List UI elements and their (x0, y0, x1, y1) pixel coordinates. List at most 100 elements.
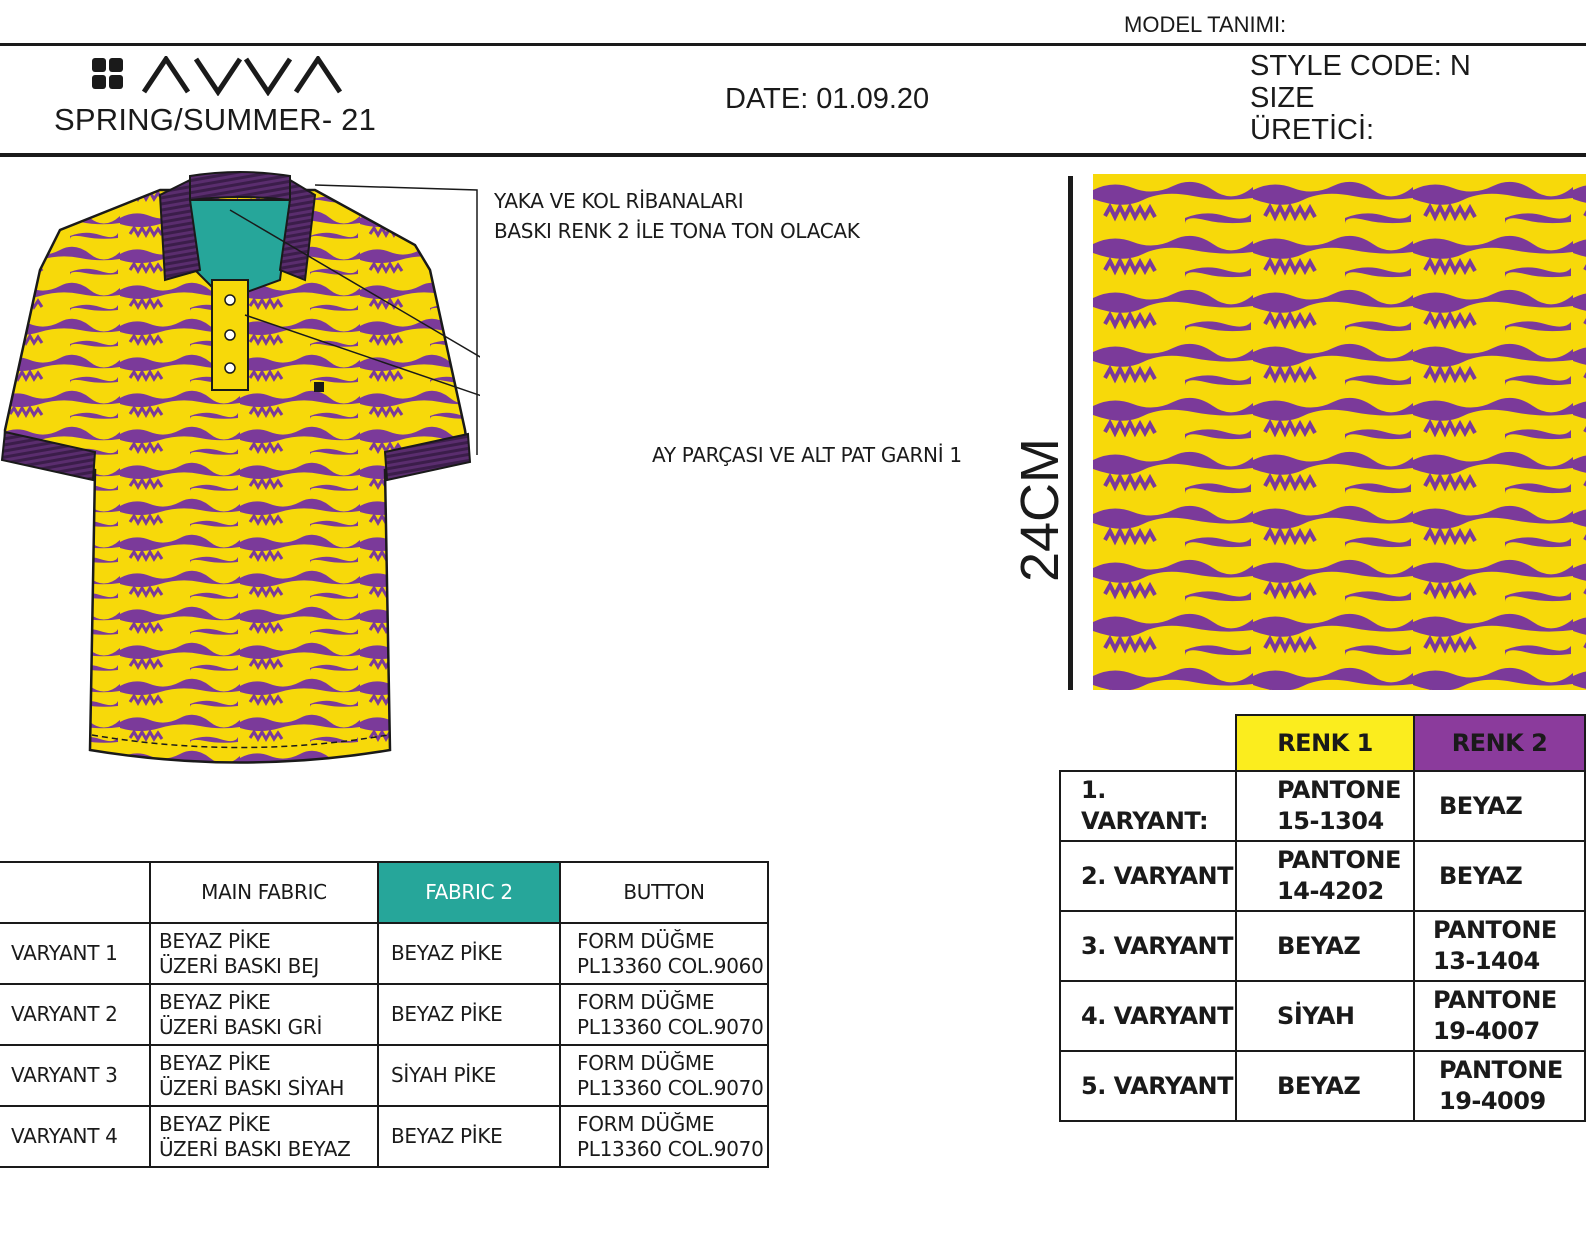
renk2-cell: BEYAZ (1413, 840, 1586, 912)
renk1-line2: 15-1304 (1277, 807, 1384, 835)
renk2-line1: PANTONE (1433, 916, 1557, 944)
renk2-line2: 13-1404 (1433, 947, 1540, 975)
table-row: 4. VARYANT SİYAH PANTONE 19-4007 (1058, 980, 1586, 1052)
producer-label: ÜRETİCİ: (1250, 114, 1375, 146)
renk2-cell: PANTONE 19-4009 (1413, 1050, 1586, 1122)
variant-cell: VARYANT 1 (0, 922, 151, 985)
renk2-line1: BEYAZ (1439, 861, 1523, 890)
renk2-line1: PANTONE (1439, 1056, 1563, 1084)
table-row: 2. VARYANT PANTONE 14-4202 BEYAZ (1058, 840, 1586, 912)
button-line1: FORM DÜĞME (577, 928, 715, 953)
renk1-cell: SİYAH (1235, 980, 1415, 1052)
style-info: STYLE CODE: N SIZE ÜRETİCİ: (1250, 50, 1471, 146)
collar-note-line2: BASKI RENK 2 İLE TONA TON OLACAK (494, 219, 860, 243)
fabric2-cell: SİYAH PİKE (377, 1044, 561, 1107)
fabric2-cell: BEYAZ PİKE (377, 922, 561, 985)
dimension-label: 24CM (1005, 437, 1075, 583)
renk2-cell: BEYAZ (1413, 770, 1586, 842)
color-table-header: RENK 1 RENK 2 (1060, 714, 1586, 772)
table-row: 5. VARYANT BEYAZ PANTONE 19-4009 (1058, 1050, 1586, 1122)
button-line1: FORM DÜĞME (577, 1111, 715, 1136)
main-fabric-line1: BEYAZ PİKE (159, 1050, 271, 1075)
renk1-line1: SİYAH (1277, 1001, 1355, 1030)
color-header-blank (1060, 715, 1236, 771)
variant-cell: 5. VARYANT (1058, 1050, 1238, 1122)
main-fabric-line1: BEYAZ PİKE (159, 1111, 271, 1136)
collar-note-line1: YAKA VE KOL RİBANALARI (494, 189, 744, 213)
table-row: 1. VARYANT: PANTONE 15-1304 BEYAZ (1058, 770, 1586, 842)
renk2-line2: 19-4007 (1433, 1017, 1540, 1045)
renk1-cell: PANTONE 15-1304 (1235, 770, 1415, 842)
fabric2-cell: BEYAZ PİKE (377, 1105, 561, 1168)
variant-cell: VARYANT 2 (0, 983, 151, 1046)
renk2-cell: PANTONE 13-1404 (1413, 910, 1586, 982)
header-bottom-rule (0, 153, 1586, 157)
variant-cell: 1. VARYANT: (1058, 770, 1238, 842)
header-top-rule (0, 43, 1586, 46)
main-fabric-line2: ÜZERİ BASKI BEYAZ (159, 1136, 351, 1161)
fabric-header-blank (0, 861, 151, 924)
button-line2: PL13360 COL.9070 (577, 1014, 764, 1039)
variant-cell: 4. VARYANT (1058, 980, 1238, 1052)
main-fabric-line2: ÜZERİ BASKI BEJ (159, 953, 320, 978)
season-label: SPRING/SUMMER- 21 (54, 102, 377, 137)
main-fabric-line1: BEYAZ PİKE (159, 989, 271, 1014)
color-header-renk2: RENK 2 (1413, 714, 1586, 772)
renk1-line1: PANTONE (1277, 846, 1401, 874)
renk1-cell: BEYAZ (1235, 910, 1415, 982)
renk1-line1: PANTONE (1277, 776, 1401, 804)
renk2-line1: PANTONE (1433, 986, 1557, 1014)
style-code: STYLE CODE: N (1250, 50, 1471, 82)
model-label: MODEL TANIMI: (1124, 12, 1287, 37)
button-line2: PL13360 COL.9070 (577, 1075, 764, 1100)
variant-cell: 3. VARYANT (1058, 910, 1238, 982)
fabric-header-main: MAIN FABRIC (149, 861, 379, 924)
fabric-header-fabric2: FABRIC 2 (377, 861, 561, 924)
table-row: 3. VARYANT BEYAZ PANTONE 13-1404 (1058, 910, 1586, 982)
fabric-header-button: BUTTON (559, 861, 769, 924)
main-fabric-line2: ÜZERİ BASKI GRİ (159, 1014, 323, 1039)
size-label: SIZE (1250, 82, 1315, 114)
fabric2-cell: BEYAZ PİKE (377, 983, 561, 1046)
renk2-line2: 19-4009 (1439, 1087, 1546, 1115)
renk2-cell: PANTONE 19-4007 (1413, 980, 1586, 1052)
button-line2: PL13360 COL.9060 (577, 953, 764, 978)
variant-cell: VARYANT 4 (0, 1105, 151, 1168)
placket-note: AY PARÇASI VE ALT PAT GARNİ 1 (652, 443, 962, 467)
main-fabric-line1: BEYAZ PİKE (159, 928, 271, 953)
renk1-line1: BEYAZ (1277, 931, 1361, 960)
dimension-bar (1068, 176, 1073, 690)
brand-logo (92, 56, 342, 96)
renk1-cell: BEYAZ (1235, 1050, 1415, 1122)
variant-cell: 2. VARYANT (1058, 840, 1238, 912)
dimension-text: 24CM (1010, 437, 1070, 583)
button-line1: FORM DÜĞME (577, 989, 715, 1014)
fabric-table-header: MAIN FABRIC FABRIC 2 BUTTON (0, 861, 769, 924)
collar-note: YAKA VE KOL RİBANALARI BASKI RENK 2 İLE … (494, 186, 860, 246)
button-line1: FORM DÜĞME (577, 1050, 715, 1075)
polo-shirt-illustration (0, 171, 480, 764)
color-table: RENK 1 RENK 2 1. VARYANT: PANTONE 15-1304… (1058, 714, 1586, 1122)
renk1-line2: 14-4202 (1277, 877, 1384, 905)
renk1-cell: PANTONE 14-4202 (1235, 840, 1415, 912)
renk2-line1: BEYAZ (1439, 791, 1523, 820)
renk1-line1: BEYAZ (1277, 1071, 1361, 1100)
variant-cell: VARYANT 3 (0, 1044, 151, 1107)
print-swatch (1093, 174, 1586, 690)
main-fabric-line2: ÜZERİ BASKI SİYAH (159, 1075, 345, 1100)
fabric-table: MAIN FABRIC FABRIC 2 BUTTON VARYANT 1 BE… (0, 861, 769, 1168)
button-line2: PL13360 COL.9070 (577, 1136, 764, 1161)
date-label: DATE: 01.09.20 (725, 83, 930, 115)
